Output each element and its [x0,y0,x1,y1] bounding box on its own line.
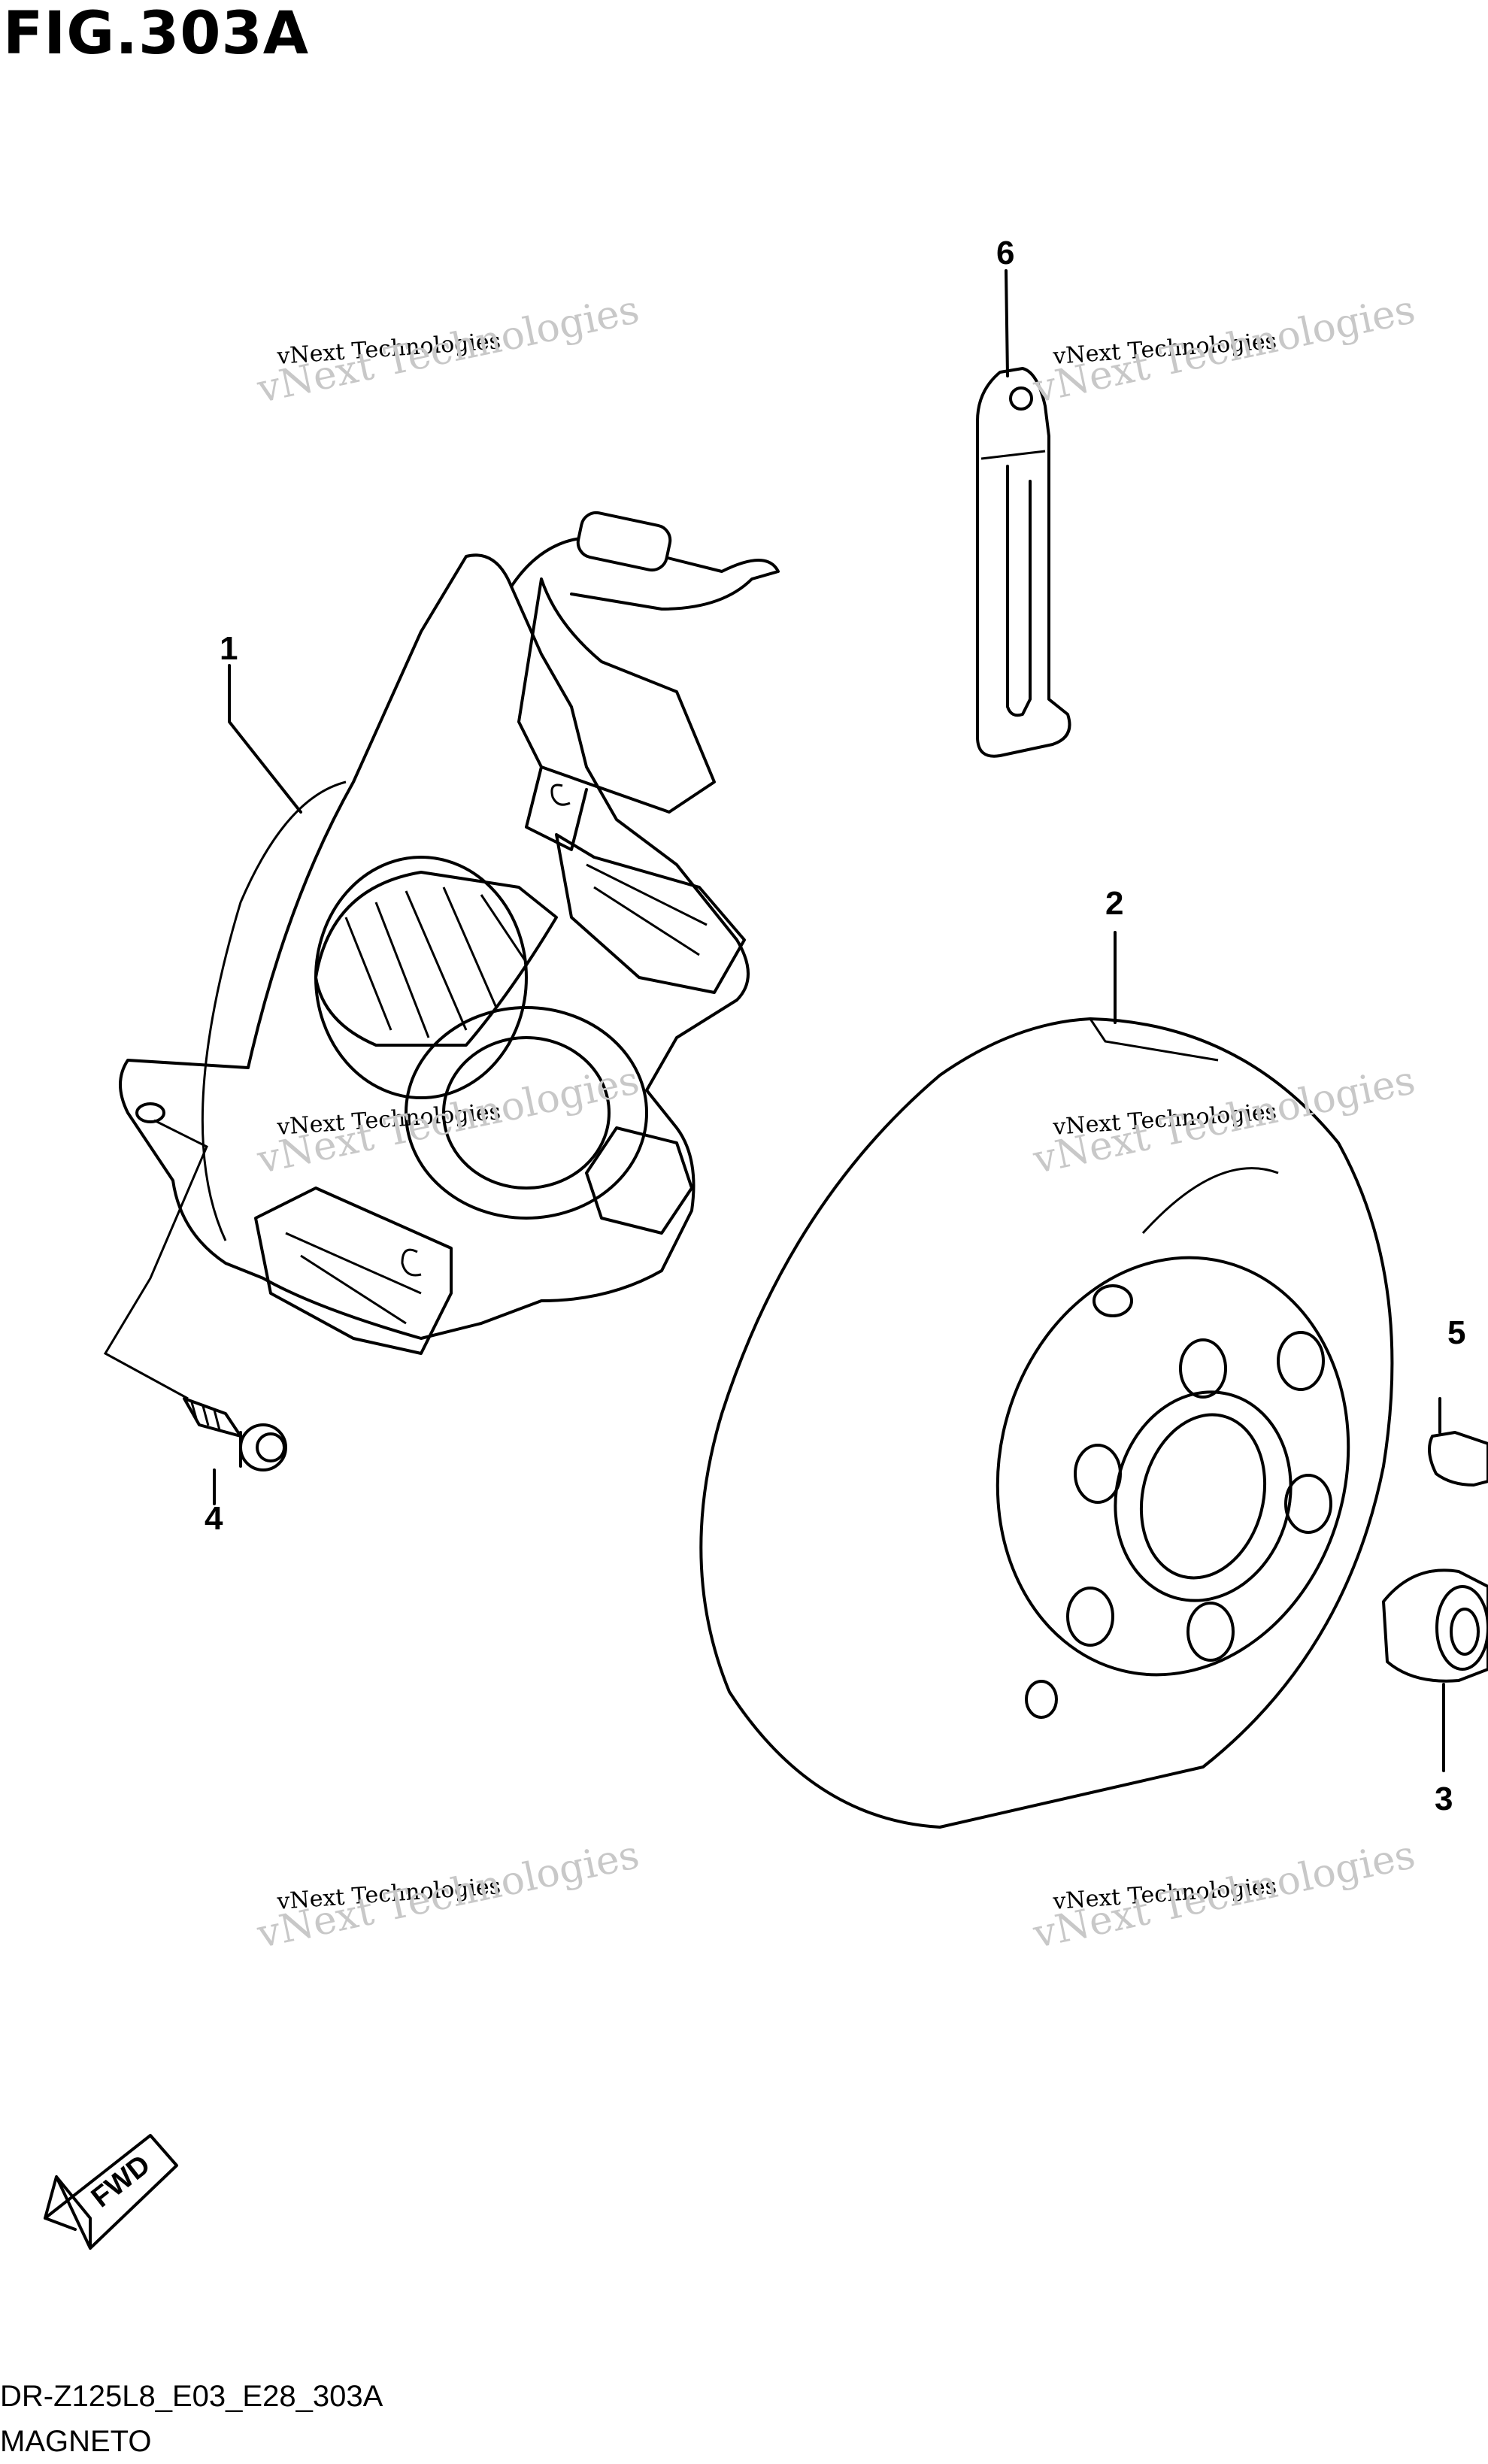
part-3-nut[interactable] [1382,1568,1488,1683]
footer-figure-name: MAGNETO [0,2425,152,2458]
leader-lines [103,664,1445,1772]
part-4-bolt[interactable] [183,1397,287,1505]
callout-5[interactable]: 5 [1447,1314,1466,1351]
footer-figure-code: DR-Z125L8_E03_E28_303A [0,2380,383,2413]
part-2-flywheel[interactable] [699,1017,1394,1829]
part-6-wire-clamp[interactable] [976,269,1071,758]
figure-title: FIG.303A [3,0,310,68]
callout-6[interactable]: 6 [996,235,1015,271]
fwd-arrow-icon [44,2134,178,2250]
callout-1[interactable]: 1 [220,630,238,667]
part-5-key[interactable] [1428,1397,1488,1487]
callout-3[interactable]: 3 [1435,1781,1453,1817]
part-1-stator[interactable] [119,510,780,1355]
callout-2[interactable]: 2 [1105,885,1124,922]
callout-4[interactable]: 4 [205,1500,223,1537]
